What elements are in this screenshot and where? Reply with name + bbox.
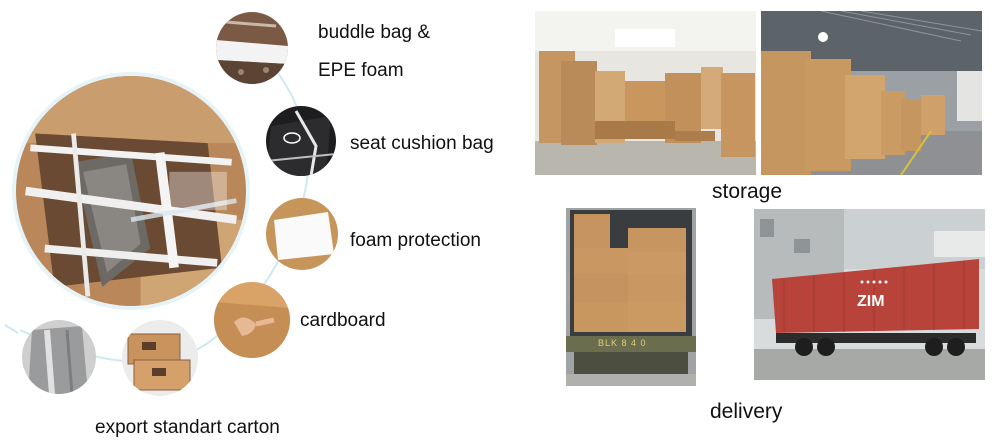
container-brand: ZIM [857,293,885,310]
step-label-epe-foam: EPE foam [318,60,404,81]
storage-caption: storage [712,180,783,203]
step-label-bubble-bag: buddle bag & [318,22,430,43]
wrapped-chair-photo [12,72,250,310]
cardboard-photo [214,282,290,358]
storage-photo-right [761,11,982,175]
bubble-bag-photo [216,12,288,84]
step-label-seat-cushion-bag: seat cushion bag [350,133,494,154]
delivery-caption: delivery [710,400,783,423]
step-label-cardboard: cardboard [300,310,386,331]
step-label-foam-protection: foam protection [350,230,481,251]
storage-photo-left [535,11,756,175]
covered-chair-photo [22,320,96,394]
delivery-truck-rear-photo [566,208,696,386]
truck-plate: BLK 8 4 0 [598,338,647,348]
foam-protection-photo [266,198,338,270]
seat-cushion-bag-photo [266,106,336,176]
export-carton-photo [122,320,198,396]
export-carton-caption: export standart carton [95,417,280,438]
delivery-container-truck-photo [754,209,985,380]
